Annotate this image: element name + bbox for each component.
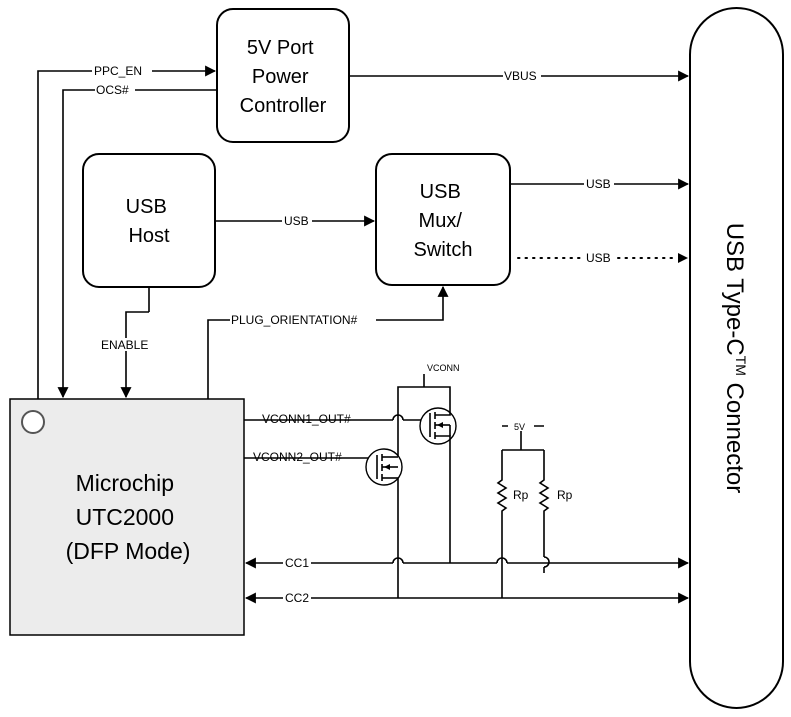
- enable-label: ENABLE: [101, 338, 148, 352]
- usb-type-c-connector-block: [689, 7, 784, 709]
- rp-resistor-1-icon: [496, 450, 508, 598]
- usb-type-c-connector-label: USB Type-CTM Connector: [721, 223, 749, 494]
- enable-wire: [120, 311, 149, 399]
- ppc-en-wire: [37, 65, 217, 399]
- rp1-label: Rp: [513, 488, 529, 502]
- vconn1-out-label: VCONN1_OUT#: [262, 412, 351, 426]
- vconn-label: VCONN: [427, 363, 460, 373]
- mosfet-vconn2-icon: [365, 448, 403, 486]
- ocs-label: OCS#: [96, 83, 129, 97]
- pin1-marker-icon: [21, 410, 45, 434]
- usb-mux-out2-label: USB: [586, 251, 611, 265]
- vconn2-out-label: VCONN2_OUT#: [253, 450, 342, 464]
- mosfet-vconn1-icon: [419, 407, 457, 445]
- rp-resistor-2-icon: [538, 450, 550, 557]
- port-power-controller-label: 5V Port Power Controller: [240, 37, 327, 117]
- five-v-label: 5V: [514, 422, 525, 432]
- usb-mux-out1-label: USB: [586, 177, 611, 191]
- usb-host-block: [82, 153, 216, 288]
- plug-orientation-label: PLUG_ORIENTATION#: [231, 313, 358, 327]
- usb-host-label: USB Host: [126, 196, 173, 247]
- ppc-en-label: PPC_EN: [94, 64, 142, 78]
- rp2-label: Rp: [557, 488, 573, 502]
- usb-host-to-mux-label: USB: [284, 214, 309, 228]
- ocs-wire: [57, 89, 217, 399]
- cc2-label: CC2: [285, 591, 309, 605]
- utc2000-chip-block: [9, 398, 245, 636]
- utc2000-chip-label: Microchip UTC2000 (DFP Mode): [66, 470, 191, 564]
- plug-orientation-wire: [207, 285, 449, 399]
- usb-mux-out2-arrow-icon: [678, 253, 688, 263]
- cc1-label: CC1: [285, 556, 309, 570]
- usb-mux-switch-label: USB Mux/ Switch: [414, 181, 473, 261]
- usb-mux-switch-block: [375, 153, 511, 286]
- vbus-label: VBUS: [504, 69, 537, 83]
